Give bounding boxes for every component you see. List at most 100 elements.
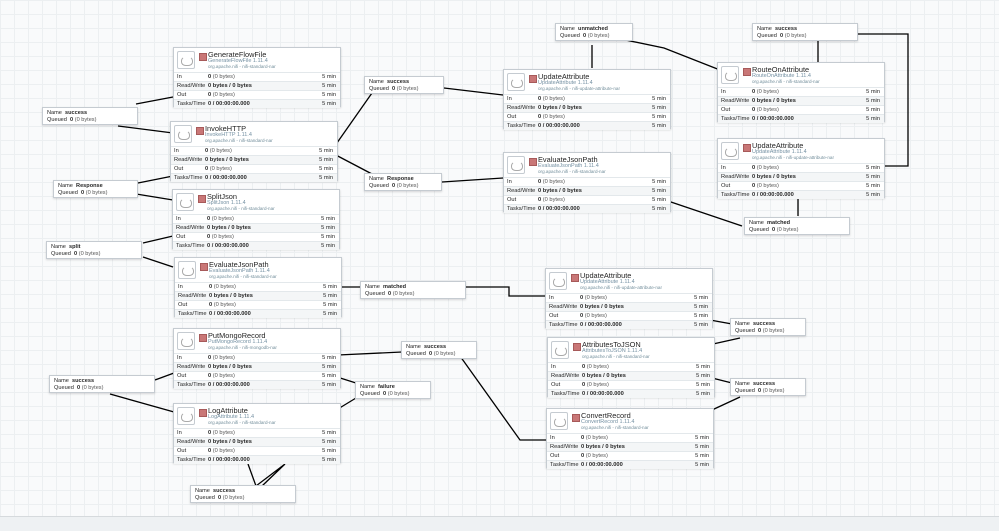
connection-label[interactable]: Name success Queued 0 (0 bytes) bbox=[42, 107, 138, 125]
processor-type: RouteOnAttribute 1.11.4 bbox=[752, 73, 811, 79]
processor-name: LogAttribute bbox=[208, 406, 248, 415]
stopped-status-icon bbox=[529, 158, 537, 166]
processor-header: SplitJson SplitJson 1.11.4 org.apache.ni… bbox=[173, 190, 339, 214]
processor-generateflowfile[interactable]: GenerateFlowFile GenerateFlowFile 1.11.4… bbox=[173, 47, 341, 108]
connection-label[interactable]: Name success Queued 0 (0 bytes) bbox=[190, 485, 296, 503]
connection-label[interactable]: Name Response Queued 0 (0 bytes) bbox=[364, 173, 442, 191]
processor-evaluatejsonpath-1[interactable]: EvaluateJsonPath EvaluateJsonPath 1.11.4… bbox=[174, 257, 342, 318]
connection-label[interactable]: Name matched Queued 0 (0 bytes) bbox=[360, 281, 466, 299]
processor-name: UpdateAttribute bbox=[580, 271, 632, 280]
processor-header: AttributesToJSON AttributesToJSON 1.11.4… bbox=[548, 338, 714, 362]
connection-label[interactable]: Name success Queued 0 (0 bytes) bbox=[752, 23, 858, 41]
processor-icon bbox=[177, 407, 195, 425]
connection-label[interactable]: Name failure Queued 0 (0 bytes) bbox=[355, 381, 431, 399]
processor-type: GenerateFlowFile 1.11.4 bbox=[208, 58, 268, 64]
processor-putmongorecord[interactable]: PutMongoRecord PutMongoRecord 1.11.4 org… bbox=[173, 328, 341, 389]
connection-label[interactable]: Name Response Queued 0 (0 bytes) bbox=[53, 180, 138, 198]
processor-icon bbox=[551, 341, 569, 359]
processor-icon bbox=[721, 66, 739, 84]
processor-type: UpdateAttribute 1.11.4 bbox=[580, 279, 635, 285]
processor-header: UpdateAttribute UpdateAttribute 1.11.4 o… bbox=[718, 139, 884, 163]
connection-label[interactable]: Name split Queued 0 (0 bytes) bbox=[46, 241, 142, 259]
processor-name: InvokeHTTP bbox=[205, 124, 247, 133]
processor-icon bbox=[178, 261, 196, 279]
processor-bundle: org.apache.nifi - nifi-standard-nar bbox=[538, 169, 606, 174]
processor-bundle: org.apache.nifi - nifi-update-attribute-… bbox=[538, 86, 620, 91]
processor-routeonattribute[interactable]: RouteOnAttribute RouteOnAttribute 1.11.4… bbox=[717, 62, 885, 123]
processor-invokehttp[interactable]: InvokeHTTP InvokeHTTP 1.11.4 org.apache.… bbox=[170, 121, 338, 182]
processor-header: PutMongoRecord PutMongoRecord 1.11.4 org… bbox=[174, 329, 340, 353]
processor-header: EvaluateJsonPath EvaluateJsonPath 1.11.4… bbox=[504, 153, 670, 177]
processor-updateattribute-3[interactable]: UpdateAttribute UpdateAttribute 1.11.4 o… bbox=[545, 268, 713, 329]
processor-icon bbox=[721, 142, 739, 160]
connection-label[interactable]: Name success Queued 0 (0 bytes) bbox=[49, 375, 155, 393]
processor-type: InvokeHTTP 1.11.4 bbox=[205, 132, 252, 138]
processor-name: PutMongoRecord bbox=[208, 331, 266, 340]
processor-name: AttributesToJSON bbox=[582, 340, 641, 349]
connection-label[interactable]: Name success Queued 0 (0 bytes) bbox=[364, 76, 444, 94]
connection-label[interactable]: Name success Queued 0 (0 bytes) bbox=[401, 341, 477, 359]
processor-evaluatejsonpath-2[interactable]: EvaluateJsonPath EvaluateJsonPath 1.11.4… bbox=[503, 152, 671, 213]
stopped-status-icon bbox=[199, 409, 207, 417]
processor-header: EvaluateJsonPath EvaluateJsonPath 1.11.4… bbox=[175, 258, 341, 282]
processor-bundle: org.apache.nifi - nifi-standard-nar bbox=[581, 425, 649, 430]
stopped-status-icon bbox=[573, 343, 581, 351]
processor-type: AttributesToJSON 1.11.4 bbox=[582, 348, 643, 354]
connection-label[interactable]: Name unmatched Queued 0 (0 bytes) bbox=[555, 23, 633, 41]
processor-attributestojson[interactable]: AttributesToJSON AttributesToJSON 1.11.4… bbox=[547, 337, 715, 398]
processor-name: RouteOnAttribute bbox=[752, 65, 810, 74]
processor-name: EvaluateJsonPath bbox=[209, 260, 269, 269]
connection-label[interactable]: Name success Queued 0 (0 bytes) bbox=[730, 378, 806, 396]
processor-name: UpdateAttribute bbox=[752, 141, 804, 150]
processor-type: SplitJson 1.11.4 bbox=[207, 200, 246, 206]
status-footer-bar bbox=[0, 516, 999, 531]
processor-updateattribute-1[interactable]: UpdateAttribute UpdateAttribute 1.11.4 o… bbox=[503, 69, 671, 130]
processor-updateattribute-2[interactable]: UpdateAttribute UpdateAttribute 1.11.4 o… bbox=[717, 138, 885, 199]
stopped-status-icon bbox=[529, 75, 537, 83]
stopped-status-icon bbox=[571, 274, 579, 282]
processor-name: UpdateAttribute bbox=[538, 72, 590, 81]
stopped-status-icon bbox=[743, 68, 751, 76]
processor-type: UpdateAttribute 1.11.4 bbox=[538, 80, 593, 86]
processor-convertrecord[interactable]: ConvertRecord ConvertRecord 1.11.4 org.a… bbox=[546, 408, 714, 469]
processor-logattribute[interactable]: LogAttribute LogAttribute 1.11.4 org.apa… bbox=[173, 403, 341, 464]
stopped-status-icon bbox=[198, 195, 206, 203]
connection-label[interactable]: Name success Queued 0 (0 bytes) bbox=[730, 318, 806, 336]
processor-header: GenerateFlowFile GenerateFlowFile 1.11.4… bbox=[174, 48, 340, 72]
connection-label[interactable]: Name matched Queued 0 (0 bytes) bbox=[744, 217, 850, 235]
processor-splitjson[interactable]: SplitJson SplitJson 1.11.4 org.apache.ni… bbox=[172, 189, 340, 250]
stopped-status-icon bbox=[572, 414, 580, 422]
processor-bundle: org.apache.nifi - nifi-standard-nar bbox=[208, 420, 276, 425]
processor-icon bbox=[549, 272, 567, 290]
